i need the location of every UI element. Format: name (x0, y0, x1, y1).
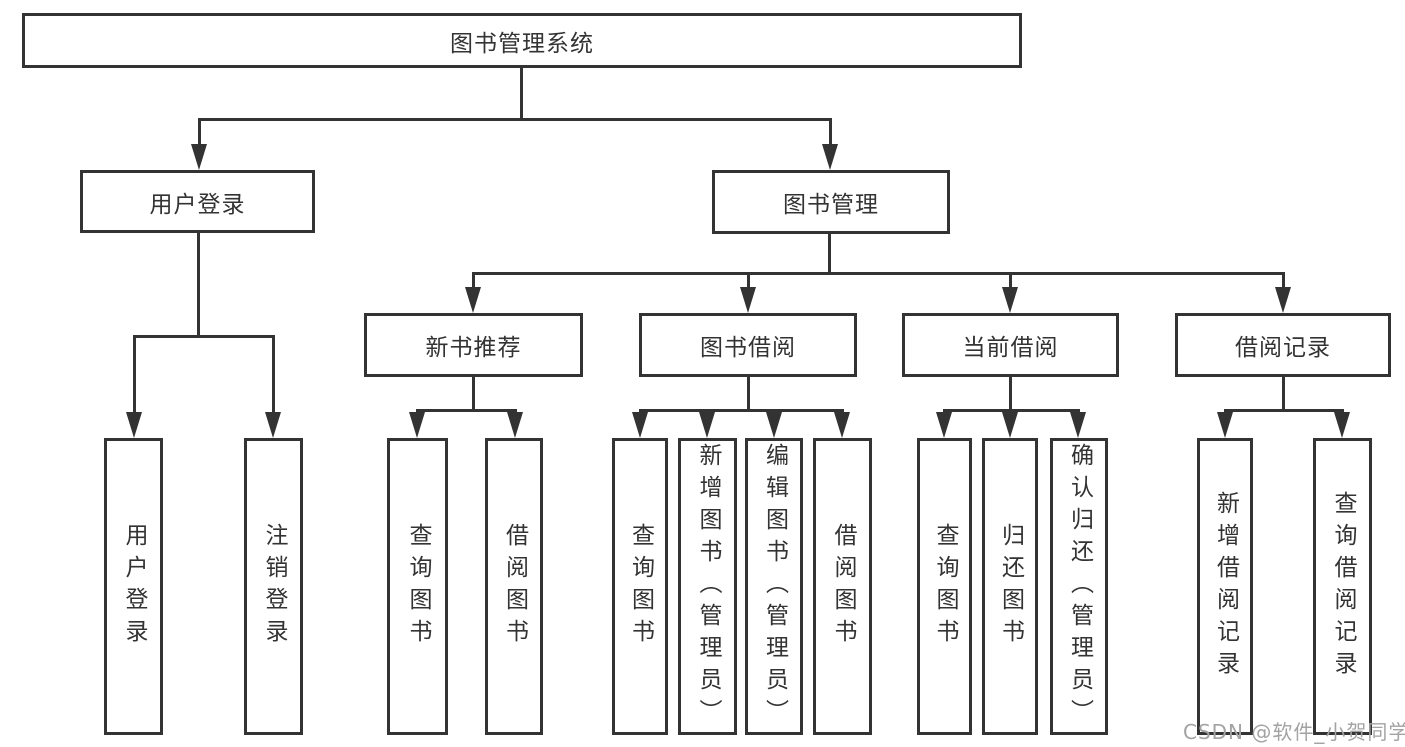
connector-drop (829, 118, 832, 148)
connector-stem (828, 234, 831, 275)
connector-drop (747, 272, 750, 291)
leaf-label: 确认归还（管理员） (1066, 442, 1093, 731)
connector-drop (198, 118, 201, 148)
arrow-down-icon (699, 412, 715, 438)
leaf-add-books-admin: 新增图书（管理员） (678, 438, 737, 735)
connector-hbar (639, 409, 843, 412)
leaf-user-login: 用户登录 (104, 438, 163, 735)
connector-drop (1282, 272, 1285, 291)
leaf-borrow-books: 借阅图书 (485, 438, 543, 735)
node-new-book-recommend: 新书推荐 (364, 313, 583, 377)
connector-stem (520, 68, 523, 120)
leaf-label: 归还图书 (997, 522, 1024, 651)
arrow-down-icon (1002, 287, 1018, 313)
arrow-down-icon (632, 412, 648, 438)
connector-hbar (198, 118, 832, 121)
watermark: CSDN @软件_小贺同学 (1183, 720, 1405, 744)
node-current-borrow: 当前借阅 (902, 313, 1119, 377)
node-label: 当前借阅 (962, 335, 1059, 361)
leaf-label: 借阅图书 (830, 522, 856, 651)
node-borrow-records: 借阅记录 (1175, 313, 1391, 377)
arrow-down-icon (465, 287, 481, 313)
node-book-management: 图书管理 (712, 170, 950, 234)
leaf-query-books: 查询图书 (387, 438, 448, 735)
leaf-borrow-books: 借阅图书 (813, 438, 872, 735)
leaf-label: 新增借阅记录 (1212, 490, 1239, 683)
arrow-down-icon (265, 412, 281, 438)
connector-drop (472, 272, 475, 291)
leaf-edit-books-admin: 编辑图书（管理员） (745, 438, 803, 735)
arrow-down-icon (822, 144, 838, 170)
arrow-down-icon (1070, 412, 1086, 438)
arrow-down-icon (507, 412, 523, 438)
arrow-down-icon (1002, 412, 1018, 438)
node-label: 用户登录 (149, 191, 246, 218)
leaf-label: 查询图书 (627, 522, 654, 651)
arrow-down-icon (936, 412, 952, 438)
node-label: 借阅记录 (1235, 335, 1331, 361)
node-book-borrow: 图书借阅 (639, 313, 857, 377)
connector-hbar (1224, 409, 1344, 412)
leaf-confirm-return-admin: 确认归还（管理员） (1050, 438, 1108, 735)
connector-hbar (416, 409, 517, 412)
leaf-label: 查询图书 (405, 522, 431, 651)
arrow-down-icon (126, 412, 142, 438)
arrow-down-icon (1217, 412, 1233, 438)
arrow-down-icon (409, 412, 425, 438)
leaf-label: 查询借阅记录 (1330, 490, 1356, 683)
connector-drop (1009, 272, 1012, 291)
connector-hbar (133, 335, 275, 338)
node-root: 图书管理系统 (22, 13, 1022, 68)
leaf-query-books: 查询图书 (612, 438, 668, 735)
connector-stem (197, 233, 200, 338)
leaf-label: 用户登录 (121, 522, 147, 651)
connector-stem (472, 377, 475, 412)
leaf-query-books: 查询图书 (917, 438, 972, 735)
arrow-down-icon (191, 144, 207, 170)
leaf-label: 新增图书（管理员） (695, 442, 721, 731)
leaf-add-borrow-record: 新增借阅记录 (1197, 438, 1253, 735)
arrow-down-icon (1334, 412, 1350, 438)
connector-drop (133, 335, 136, 416)
connector-stem (747, 377, 750, 412)
arrow-down-icon (834, 412, 850, 438)
node-label: 图书管理 (783, 192, 879, 218)
arrow-down-icon (766, 412, 782, 438)
connector-stem (1009, 376, 1012, 412)
node-root-label: 图书管理系统 (450, 30, 594, 57)
connector-stem (1282, 377, 1285, 412)
connector-drop (272, 335, 275, 416)
connector-hbar (472, 272, 1285, 275)
leaf-logout: 注销登录 (244, 438, 303, 735)
leaf-label: 查询图书 (932, 522, 958, 651)
node-user-login-group: 用户登录 (80, 170, 315, 233)
arrow-down-icon (740, 287, 756, 313)
node-label: 图书借阅 (700, 335, 796, 361)
leaf-query-borrow-record: 查询借阅记录 (1313, 438, 1372, 735)
leaf-label: 编辑图书（管理员） (761, 442, 788, 731)
leaf-label: 借阅图书 (501, 522, 528, 651)
leaf-return-books: 归还图书 (982, 438, 1038, 735)
arrow-down-icon (1275, 287, 1291, 313)
node-label: 新书推荐 (425, 335, 522, 361)
leaf-label: 注销登录 (261, 522, 287, 651)
